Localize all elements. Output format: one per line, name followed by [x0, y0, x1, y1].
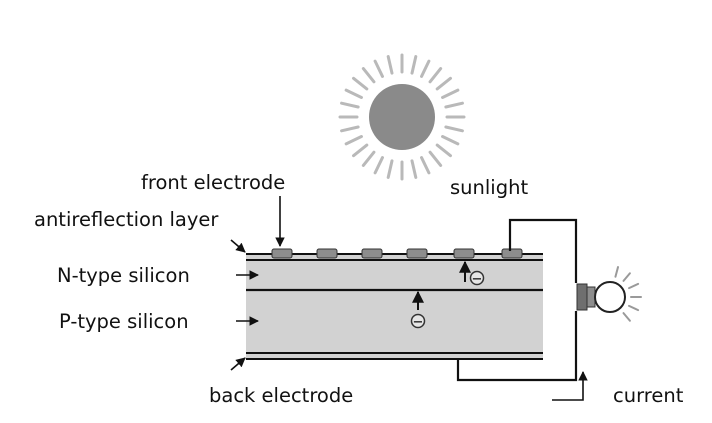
- sun-ray: [344, 135, 363, 146]
- antireflection-pointer: [230, 239, 246, 253]
- sun-ray: [373, 156, 384, 175]
- bulb-glass: [594, 281, 626, 313]
- label-back-electrode: back electrode: [209, 384, 353, 407]
- silicon-body: [246, 254, 543, 359]
- sun-ray: [435, 76, 452, 91]
- label-n-type-silicon: N-type silicon: [57, 264, 190, 287]
- electron-lower-sign: −: [413, 315, 424, 330]
- sun-ray: [410, 55, 418, 75]
- bulb-ray: [614, 266, 620, 278]
- front-electrode-contact: [501, 248, 523, 259]
- electron-upper: −: [459, 260, 485, 287]
- label-front-electrode: front electrode: [141, 171, 285, 194]
- sun-ray: [386, 159, 394, 179]
- sun-disc: [369, 84, 435, 150]
- electron-lower: −: [410, 290, 426, 330]
- sun-ray: [340, 125, 360, 133]
- sun-ray: [444, 101, 464, 109]
- front-electrode-contact: [271, 248, 293, 259]
- front-electrode-contact: [453, 248, 475, 259]
- front-electrode-contacts: [271, 248, 523, 259]
- sun-ray: [435, 143, 452, 158]
- bulb-ray: [622, 272, 631, 282]
- front-electrode-contact: [406, 248, 428, 259]
- sun-ray: [441, 135, 460, 146]
- front-electrode-contact: [361, 248, 383, 259]
- sun-ray: [361, 150, 376, 167]
- label-p-type-silicon: P-type silicon: [59, 310, 189, 333]
- circuit-wire: [456, 218, 578, 382]
- bulb-base: [576, 283, 588, 311]
- sun-ray: [373, 59, 384, 78]
- sun-ray: [410, 159, 418, 179]
- sun-ray: [352, 143, 369, 158]
- current-arrow: [552, 371, 588, 401]
- bulb-ray: [628, 304, 640, 312]
- sun-ray: [420, 59, 431, 78]
- front-electrode-contact: [316, 248, 338, 259]
- label-antireflection-layer: antireflection layer: [34, 208, 219, 231]
- bulb-ray: [622, 312, 631, 322]
- bulb-rays: [614, 266, 642, 322]
- sun-ray: [361, 67, 376, 84]
- electron-upper-circle: [469, 270, 485, 286]
- solar-cell: [246, 248, 543, 360]
- sun-ray: [441, 88, 460, 99]
- bulb-ray: [628, 282, 640, 290]
- sun-ray: [340, 101, 360, 109]
- sun-ray: [386, 55, 394, 75]
- sun-ray: [352, 76, 369, 91]
- light-bulb: [576, 266, 642, 322]
- electron-lower-circle: [410, 313, 426, 329]
- sun: [338, 53, 466, 181]
- label-current: current: [613, 384, 684, 407]
- sun-ray: [428, 67, 443, 84]
- sun-ray: [444, 125, 464, 133]
- label-sunlight: sunlight: [450, 176, 528, 199]
- electron-upper-sign: −: [472, 272, 483, 287]
- sun-ray: [344, 88, 363, 99]
- sun-ray: [420, 156, 431, 175]
- back-electrode-pointer: [230, 357, 246, 371]
- sun-rays: [338, 53, 466, 181]
- bulb-neck: [586, 286, 596, 308]
- sun-ray: [428, 150, 443, 167]
